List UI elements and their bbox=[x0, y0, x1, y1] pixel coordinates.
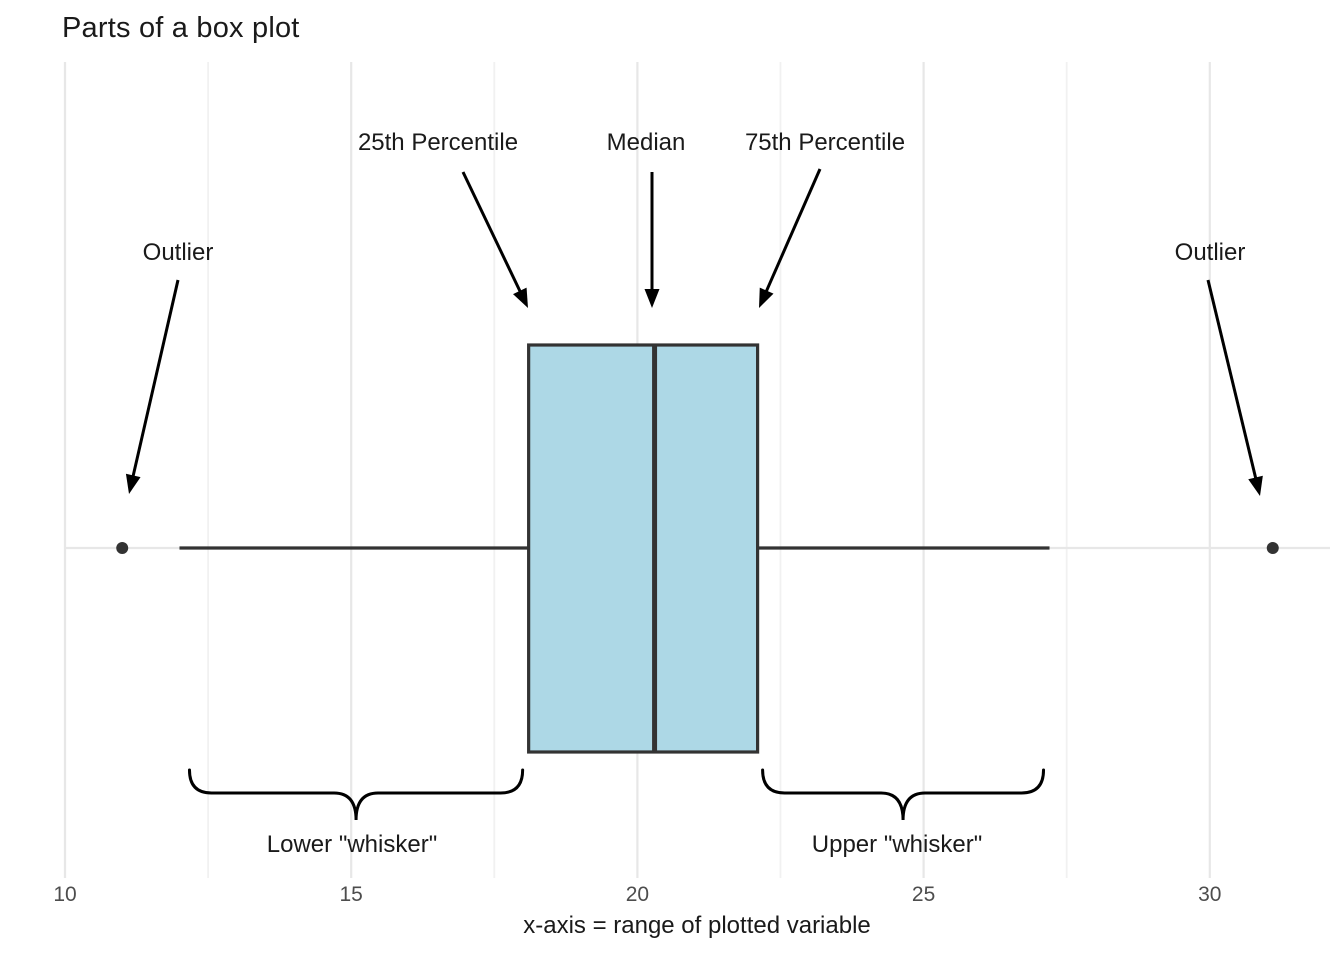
x-tick-label: 20 bbox=[625, 883, 650, 906]
arrow-outlier-left-head bbox=[125, 473, 141, 494]
arrow-25th-percentile bbox=[461, 171, 523, 294]
arrow-75th-percentile bbox=[764, 168, 822, 294]
annotation-outlier-right: Outlier bbox=[1174, 239, 1246, 266]
x-tick-label: 30 bbox=[1198, 883, 1222, 906]
outlier-point bbox=[116, 542, 129, 554]
annotation-upper-whisker: Upper "whisker" bbox=[811, 831, 983, 858]
x-tick-label: 25 bbox=[911, 883, 936, 906]
annotation-75th-percentile: 75th Percentile bbox=[744, 129, 906, 156]
x-axis-title: x-axis = range of plotted variable bbox=[523, 912, 871, 939]
annotation-median: Median bbox=[606, 129, 686, 156]
chart-title: Parts of a box plot bbox=[62, 12, 300, 44]
arrow-75th-percentile-head bbox=[759, 287, 774, 308]
arrow-median-head bbox=[644, 289, 660, 308]
annotation-lower-whisker: Lower "whisker" bbox=[266, 831, 438, 858]
iqr-box bbox=[527, 343, 760, 754]
annotation-outlier-left: Outlier bbox=[142, 239, 214, 266]
arrow-outlier-right bbox=[1206, 279, 1258, 480]
x-tick-label: 10 bbox=[53, 883, 77, 906]
outlier-point bbox=[1266, 542, 1279, 554]
brace-upper-whisker bbox=[761, 768, 1046, 821]
annotation-25th-percentile: 25th Percentile bbox=[357, 129, 519, 156]
arrow-outlier-right-head bbox=[1248, 475, 1263, 496]
arrow-25th-percentile-head bbox=[513, 287, 528, 308]
arrow-outlier-left bbox=[131, 279, 180, 478]
x-tick-label: 15 bbox=[339, 883, 363, 906]
brace-lower-whisker bbox=[187, 768, 525, 821]
